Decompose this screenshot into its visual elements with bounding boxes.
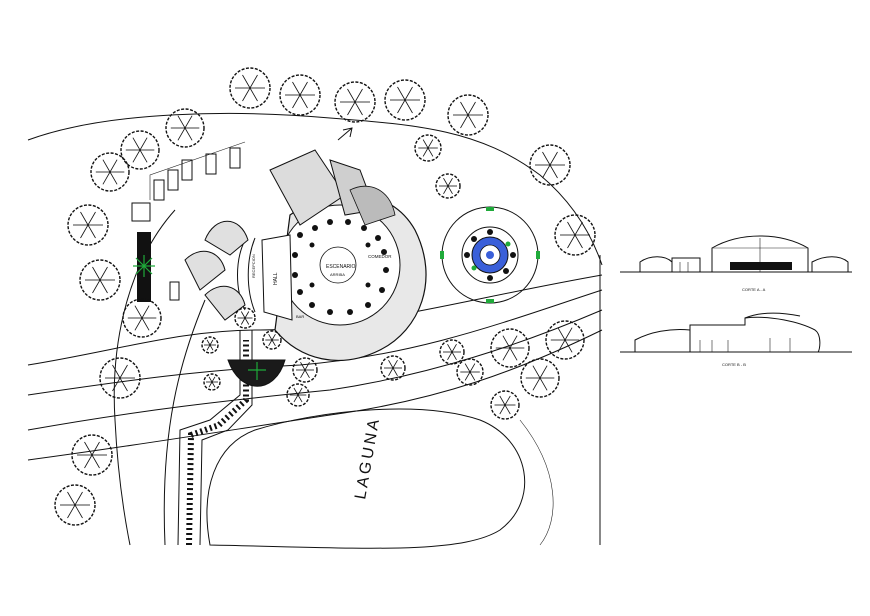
tree-icon [229,67,271,109]
tree-icon [554,214,596,256]
tree-icon [414,134,442,162]
tree-icon [122,298,162,338]
tree-icon [165,108,205,148]
dining-label: COMEDOR [368,254,392,259]
tree-icon [201,336,219,354]
circular-plaza [440,206,540,304]
tree-icon [79,259,121,301]
tree-icon [67,204,109,246]
car-icon [153,179,165,201]
car-icon [205,153,217,175]
section-a-label: CORTE A - A [742,287,766,292]
tree-icon [545,320,585,360]
palm-icon [133,255,155,277]
section-b-b: CORTE B - B [620,312,852,367]
tree-icon [435,173,461,199]
tree-icon [334,81,376,123]
section-a-a: CORTE A - A [620,235,852,292]
lagoon-label: LAGUNA [352,415,383,500]
parking-area [131,141,246,301]
road-edge-2 [27,289,603,396]
tree-icon [490,390,520,420]
palm-column [133,232,155,302]
car-icon [167,169,179,191]
bar-label: BAR [296,314,304,319]
car-icon [229,147,241,169]
north-arrow-icon [337,127,353,141]
tree-icon [71,434,113,476]
tree-icon [99,357,141,399]
site-boundary-north [27,112,603,266]
trees-group [54,67,596,526]
palm-icon [248,362,266,380]
lagoon-inner [519,419,554,546]
car-icon [169,281,180,301]
road-edge-3 [27,309,603,431]
section-b-label: CORTE B - B [722,362,746,367]
tree-icon [529,144,571,186]
tree-icon [384,79,426,121]
stage-label: ESCENARIO [326,264,356,270]
tree-icon [490,328,530,368]
table-set-icon [292,219,389,315]
path-curve [163,299,206,546]
tree-icon [234,307,256,329]
stage-sub-label: ARRIBA [330,272,345,277]
tree-icon [520,358,560,398]
reception-label: RECEPCION [251,254,256,278]
tree-icon [456,358,484,386]
tree-icon [120,130,160,170]
main-building: ESCENARIO ARRIBA COMEDOR HALL RECEPCION … [184,149,427,387]
road-edge-4 [27,329,603,461]
tree-icon [447,94,489,136]
hall-label: HALL [273,272,279,285]
tree-icon [439,339,465,365]
tree-icon [90,152,130,192]
tree-icon [292,357,318,383]
tree-icon [262,330,282,350]
tree-icon [279,74,321,116]
tree-icon [286,383,310,407]
lagoon-outline [206,408,526,549]
car-icon [181,159,193,181]
road-edge-1 [27,274,603,366]
tree-icon [203,373,221,391]
tree-icon [54,484,96,526]
tree-icon [380,355,406,381]
